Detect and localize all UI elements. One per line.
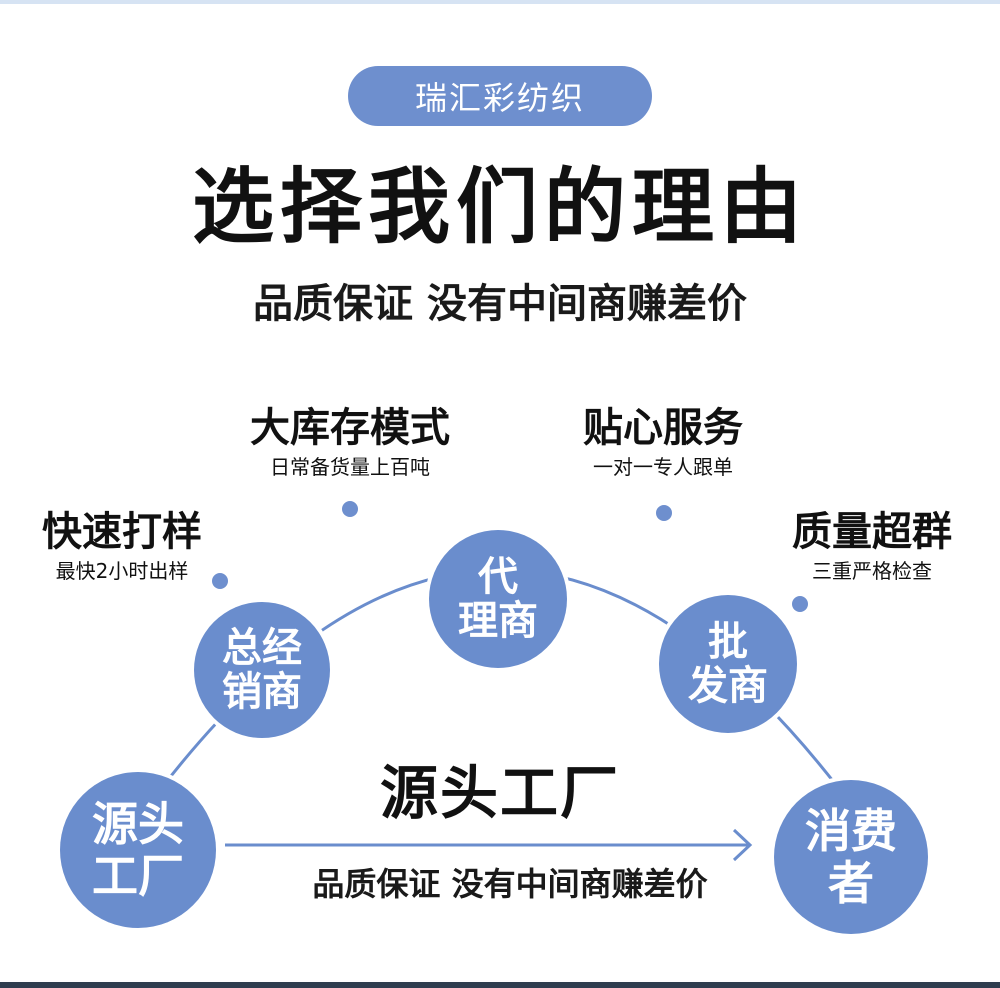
feature-title: 质量超群: [792, 509, 952, 555]
direct-path-subtitle: 品质保证 没有中间商赚差价: [312, 865, 708, 903]
top-border: [0, 0, 1000, 4]
bullet-dot: [342, 501, 358, 517]
brand-badge: 瑞汇彩纺织: [348, 66, 652, 126]
node-label: 者: [828, 856, 874, 910]
node-general-distributor: 总经 销商: [194, 602, 330, 738]
feature-title: 贴心服务: [583, 405, 743, 451]
bottom-border: [0, 982, 1000, 988]
feature-title: 大库存模式: [250, 405, 450, 451]
direct-path-label: 源头工厂: [379, 759, 620, 827]
feature-desc: 三重严格检查: [812, 559, 932, 583]
node-wholesaler: 批 发商: [659, 595, 797, 733]
node-consumer: 消费 者: [774, 780, 928, 934]
node-label: 代: [478, 554, 518, 600]
node-label: 理商: [458, 598, 538, 644]
node-label: 发商: [688, 663, 768, 709]
feature-desc: 一对一专人跟单: [593, 455, 733, 479]
node-label: 消费: [805, 804, 897, 858]
direct-arrow-head: [732, 828, 753, 862]
node-label: 销商: [222, 669, 302, 715]
node-source-factory: 源头 工厂: [60, 772, 216, 928]
feature-desc: 最快2小时出样: [55, 559, 189, 583]
node-agent: 代 理商: [429, 530, 567, 668]
feature-superior-quality: 质量超群 三重严格检查: [772, 508, 972, 584]
node-label: 工厂: [92, 849, 184, 903]
feature-desc: 日常备货量上百吨: [270, 455, 430, 479]
bullet-dot: [656, 505, 672, 521]
page-subtitle: 品质保证 没有中间商赚差价: [253, 281, 747, 327]
page-title: 选择我们的理由: [191, 160, 808, 255]
node-label: 源头: [92, 797, 184, 851]
bullet-dot: [792, 596, 808, 612]
feature-attentive-service: 贴心服务 一对一专人跟单: [558, 404, 768, 480]
bullet-dot: [212, 573, 228, 589]
feature-title: 快速打样: [42, 509, 202, 555]
feature-fast-sampling: 快速打样 最快2小时出样: [22, 508, 222, 584]
node-label: 总经: [222, 625, 302, 671]
feature-large-inventory: 大库存模式 日常备货量上百吨: [230, 404, 470, 480]
node-label: 批: [708, 619, 748, 665]
